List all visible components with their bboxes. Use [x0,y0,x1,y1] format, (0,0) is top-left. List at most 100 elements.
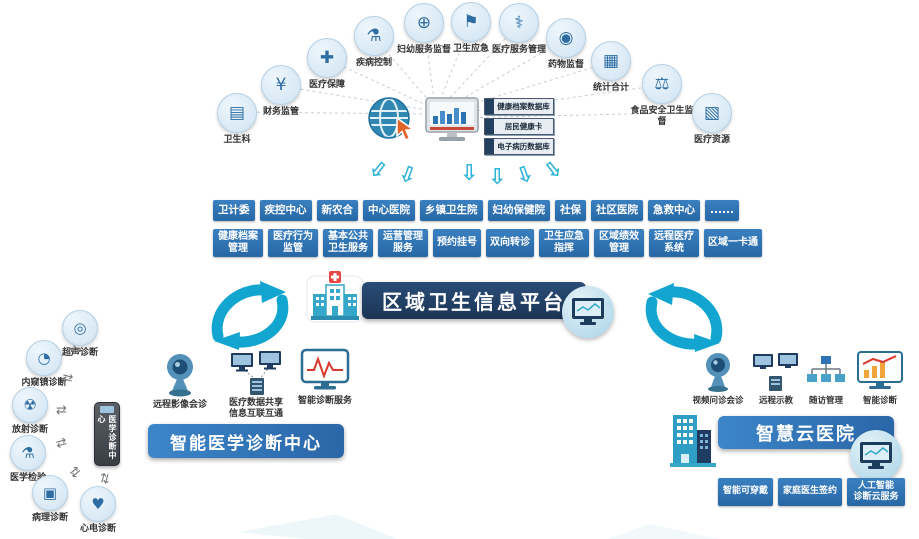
top-node-label: 统计合计 [592,83,629,93]
service-button[interactable]: 健康档案管理 [213,229,263,257]
org-button[interactable]: 乡镇卫生院 [420,200,483,221]
smart-diagnosis-right: 智能诊断 [852,350,908,407]
cursor-icon [396,117,416,141]
service-button[interactable]: 区域绩效管理 [594,229,644,257]
top-node-label: 医疗资源 [693,135,730,145]
network-monitors-icon [231,351,281,395]
top-node-finance: ¥ 财务监管 [249,65,313,118]
service-button[interactable]: 远程医疗系统 [649,229,699,257]
top-node-emergency: ⚑ 卫生应急 [439,2,503,55]
cycle-arrows-icon [645,283,723,352]
top-node-maternal-supervision: ⊕ 妇幼服务监督 [392,3,456,56]
watermark-triangle [239,504,431,539]
files-icon: ▤ [217,93,257,133]
service-row: 健康档案管理 医疗行为监管 基本公共卫生服务 运营管理服务 预约挂号 双向转诊 … [213,229,762,257]
caduceus-icon: ⚕ [499,3,539,43]
org-button[interactable]: 中心医院 [363,200,415,221]
cloud-hospital-title: 智慧云医院 [756,423,856,445]
db-icon [485,99,494,114]
cloud-service-button[interactable]: 人工智能 诊断云服务 [847,478,906,506]
top-node-medical-resources: ▧ 医疗资源 [680,93,744,146]
microscope-icon: ▣ [32,475,68,511]
endoscope-icon: ◔ [26,340,62,376]
node-ultrasound: ◎ 超声诊断 [48,310,112,359]
node-endoscopy: ◔ 内窥镜诊断 [12,340,76,389]
service-button[interactable]: 预约挂号 [433,229,481,257]
service-button[interactable]: 基本公共卫生服务 [323,229,373,257]
top-node-disease-control: ⚗ 疾病控制 [342,16,406,69]
flag-icon: ⚑ [451,2,491,42]
magnifier-icon: ⊕ [404,3,444,43]
org-button[interactable]: 疾控中心 [259,200,312,221]
service-button[interactable]: 区域一卡通 [704,229,762,257]
emr-db: 电子病历数据库 [484,138,554,155]
yuan-icon: ¥ [261,65,301,105]
device-label: 医学诊断中心 [97,415,117,461]
service-button[interactable]: 卫生应急指挥 [539,229,589,257]
top-node-label: 妇幼服务监督 [396,45,451,55]
org-button[interactable]: 社区医院 [591,200,643,221]
scales-icon: ⚖ [642,64,682,104]
followup-mgmt-service: 随访管理 [800,354,852,407]
service-button[interactable]: 双向转诊 [486,229,534,257]
service-button[interactable]: 运营管理服务 [378,229,428,257]
monitor-icon [860,442,892,469]
heart-icon: ♥ [80,486,116,522]
node-pathology: ▣ 病理诊断 [18,475,82,524]
top-node-food-safety: ⚖ 食品安全卫生监督 [630,64,694,128]
top-node-health-dept: ▤ 卫生科 [205,93,269,146]
smart-diagnosis-service: 智能诊断服务 [290,348,360,407]
top-node-label: 疾病控制 [355,58,392,68]
remote-teaching-service: 远程示教 [748,352,804,407]
org-chart-icon [807,356,845,382]
dashboard-monitor-icon [425,97,479,141]
webcam-icon [706,353,730,392]
top-node-label: 医疗服务管理 [491,45,546,55]
diagnosis-center-banner: 智能医学诊断中心 [148,424,344,458]
org-row: 卫计委 疾控中心 新农合 中心医院 乡镇卫生院 妇幼保健院 社保 社区医院 急救… [213,200,739,221]
medical-cross-icon: ✚ [307,38,347,78]
org-button[interactable]: 急救中心 [648,200,700,221]
cloud-service-button[interactable]: 智能可穿戴 [718,478,774,506]
org-button[interactable]: 卫计委 [213,200,255,221]
radiation-icon: ☢ [12,387,48,423]
hospital-icon [306,271,364,323]
top-node-label: 医疗保障 [308,80,345,90]
resources-icon: ▧ [692,93,732,133]
top-node-label: 食品安全卫生监督 [630,106,694,127]
platform-title: 区域卫生信息平台 [382,290,566,314]
remote-imaging-service: 远程影像会诊 [142,352,218,411]
org-button[interactable]: 社保 [555,200,586,221]
medical-device: 医学诊断中心 [94,402,120,466]
top-node-label: 卫生应急 [452,44,489,54]
webcam-icon [167,354,193,397]
test-tube-icon: ⚗ [10,435,46,471]
building-icon [670,415,716,467]
video-consult-service: 视频问诊会诊 [688,352,748,407]
org-button[interactable]: 妇幼保健院 [487,200,550,221]
network-monitors-icon [753,353,798,391]
org-button-more[interactable]: ...... [705,200,739,221]
node-radiology: ☢ 放射诊断 [0,387,62,436]
database-stack: 健康档案数据库 居民健康卡 电子病历数据库 [484,98,554,158]
org-button[interactable]: 新农合 [316,200,358,221]
db-icon [485,139,494,154]
cloud-service-button[interactable]: 家庭医生签约 [778,478,843,506]
watermark-triangle [579,519,721,539]
ultrasound-icon: ◎ [62,310,98,346]
ecg-monitor-icon [300,348,350,390]
down-arrow-icon: ⇩ [460,161,479,186]
top-node-insurance: ✚ 医疗保障 [295,38,359,91]
diagnosis-center-title: 智能医学诊断中心 [170,433,322,454]
device-screen [100,406,114,414]
service-button[interactable]: 医疗行为监管 [268,229,318,257]
monitor-circle [562,286,614,338]
exchange-arrow-icon: ⇄ [54,434,69,453]
node-lab-test: ⚗ 医学检验 [0,435,60,484]
top-node-label: 卫生科 [223,135,251,145]
cloud-service-row: 智能可穿戴 家庭医生签约 人工智能 诊断云服务 [718,478,906,506]
top-node-medical-service-mgmt: ⚕ 医疗服务管理 [487,3,551,56]
top-node-label: 财务监管 [262,107,299,117]
db-icon [485,119,494,134]
